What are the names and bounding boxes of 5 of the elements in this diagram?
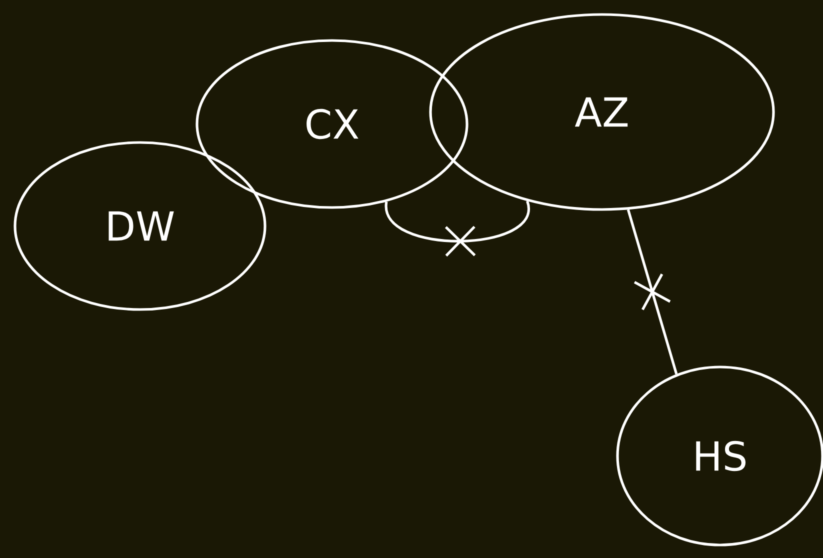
circle-node: DW (14, 141, 266, 311)
connector (385, 200, 530, 257)
circle-node: CX (196, 39, 468, 209)
circle-node: AZ (429, 13, 775, 211)
connector (626, 209, 678, 374)
